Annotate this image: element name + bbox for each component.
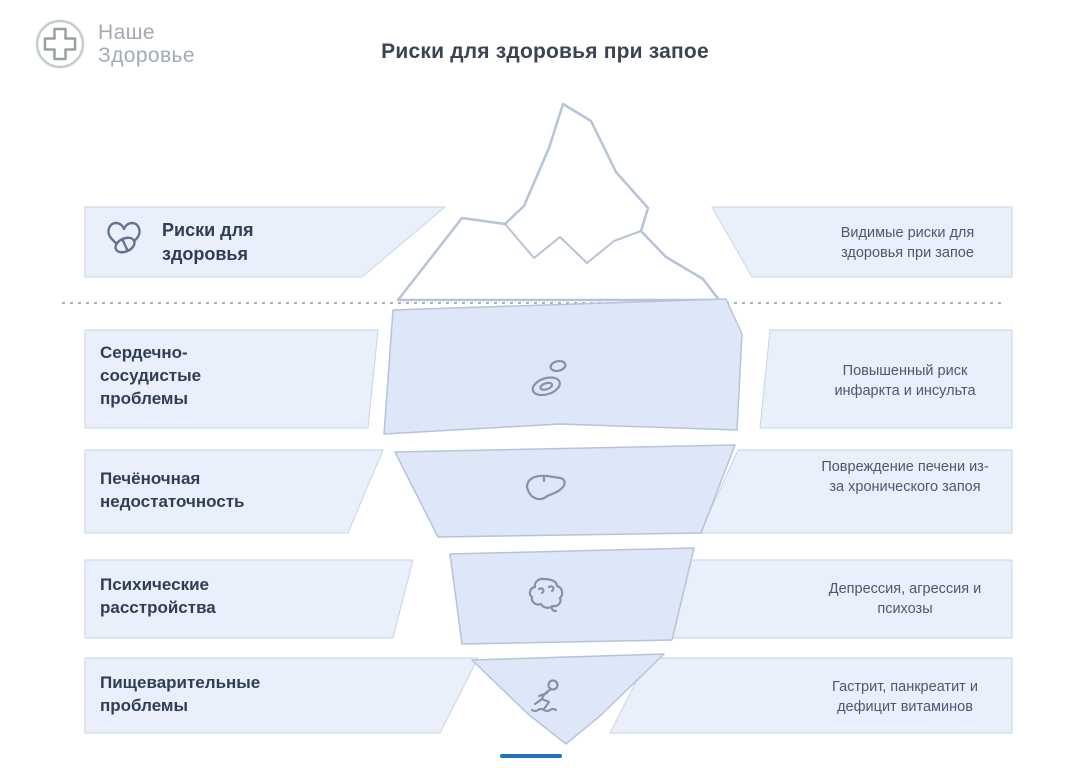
note-banner-heart-attack <box>759 329 1013 429</box>
note-banner-gastritis <box>609 657 1013 734</box>
bottom-accent-line <box>500 754 562 758</box>
iceberg-section-digestive <box>471 653 665 745</box>
mental-label: Психические расстройства <box>100 575 216 617</box>
iceberg-section-liver <box>394 444 736 538</box>
note-banner-visible-risks <box>711 206 1013 278</box>
surface-right-note: Видимые риски для здоровья при запое <box>840 225 975 261</box>
logo-line2: Здоровье <box>98 44 195 67</box>
banner-digestive <box>84 657 479 734</box>
iceberg-section-cardio <box>383 298 743 435</box>
liver-icon <box>525 474 566 501</box>
iceberg-section-mental <box>449 547 695 645</box>
banner-liver <box>84 449 384 534</box>
banner-mental <box>84 559 414 639</box>
blood-cells-icon <box>531 359 567 397</box>
logo-line1: Наше <box>98 21 155 44</box>
iceberg-above-water <box>396 102 721 302</box>
logo-text: Наше Здоровье <box>98 21 195 67</box>
liver-note: Повреждение печени из-за хронического за… <box>821 459 989 495</box>
iceberg-facet-line <box>504 223 642 264</box>
brain-icon <box>528 577 564 613</box>
page-title: Риски для здоровья при запое <box>381 40 709 63</box>
heart-pill-icon <box>107 221 141 254</box>
digestive-icon <box>530 679 559 713</box>
digestive-label: Пищеварительные проблемы <box>100 673 261 715</box>
digestive-note: Гастрит, панкреатит и дефицит витаминов <box>832 679 978 715</box>
logo: Наше Здоровье <box>34 18 195 70</box>
medical-cross-icon <box>35 19 85 69</box>
mental-note: Депрессия, агрессия и психозы <box>828 581 982 617</box>
surface-left-label: Риски для здоровья <box>162 220 254 264</box>
note-banner-liver-damage <box>699 449 1013 534</box>
banner-health-risks <box>84 206 447 278</box>
banner-cardio <box>84 329 379 429</box>
cardio-note: Повышенный риск инфаркта и инсульта <box>834 363 976 399</box>
liver-label: Печёночная недостаточность <box>100 469 245 511</box>
cardio-label: Сердечно-сосудистые проблемы <box>100 343 202 408</box>
